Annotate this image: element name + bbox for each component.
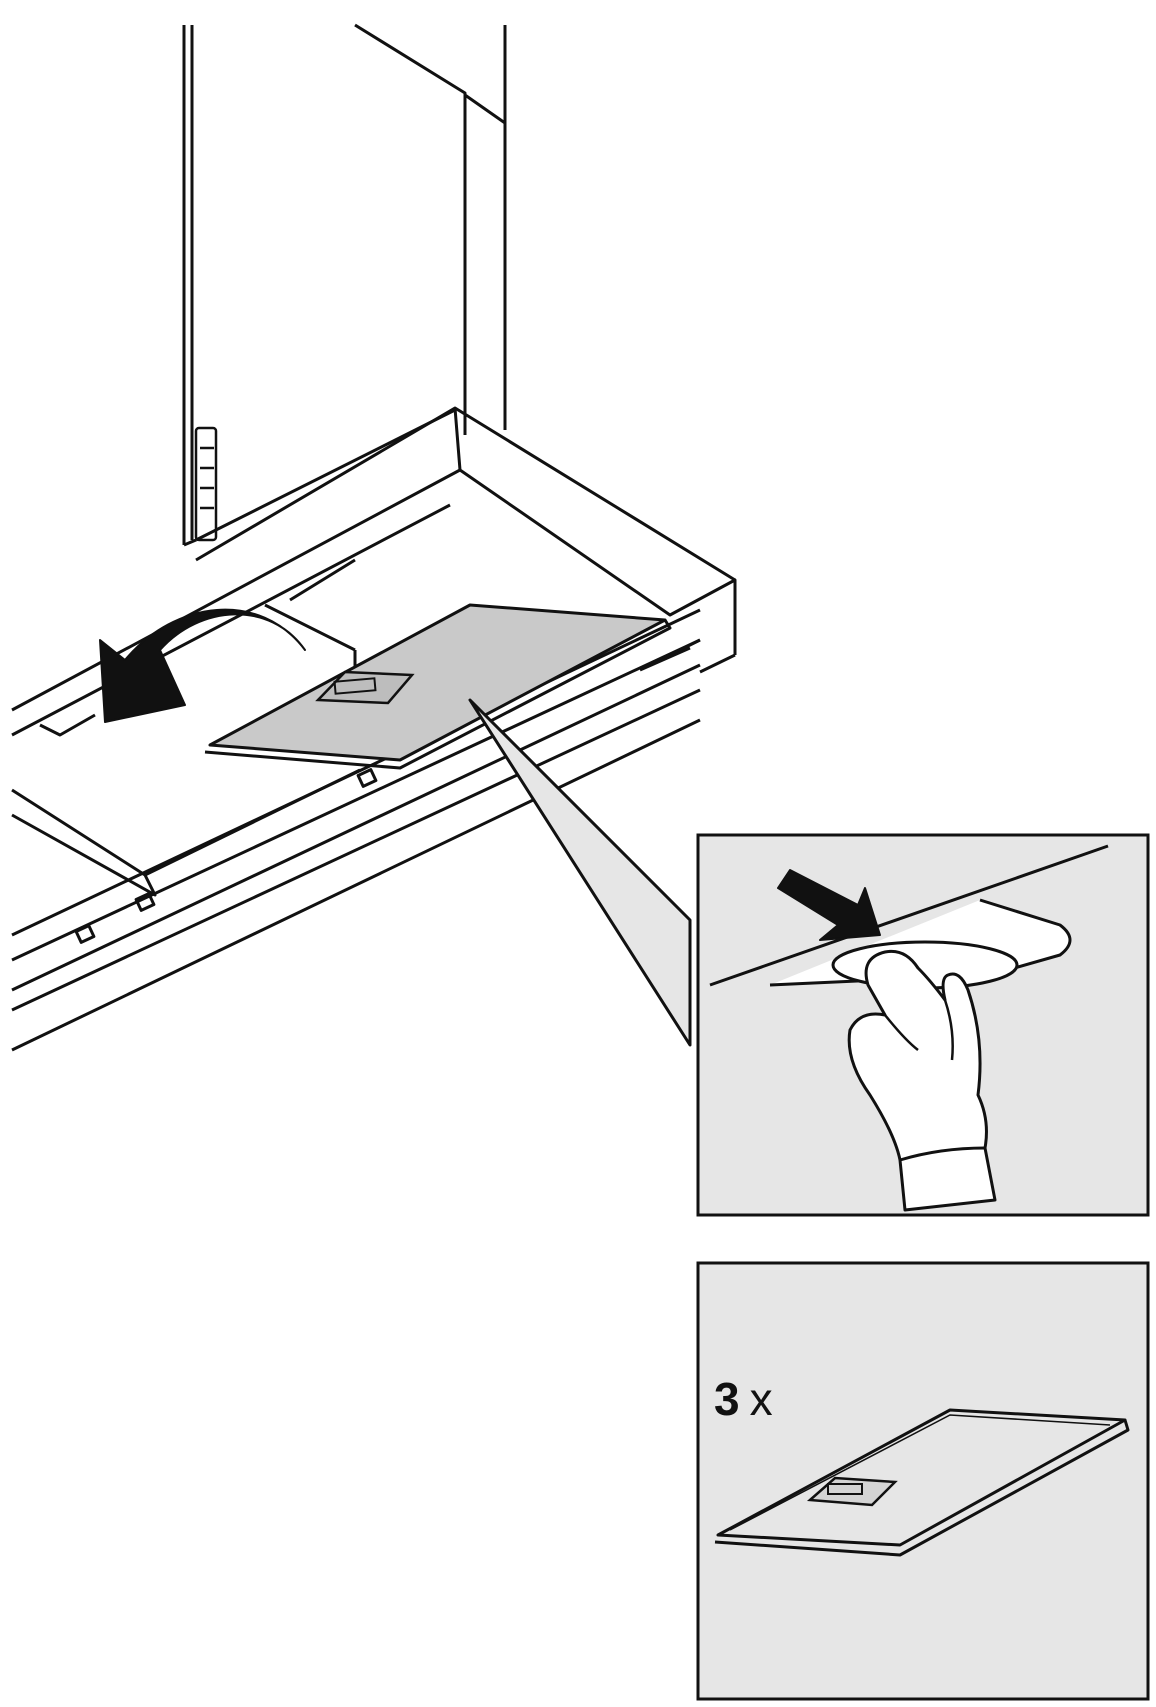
quantity-symbol: x — [749, 1373, 773, 1425]
quantity-number: 3 — [714, 1373, 740, 1425]
push-arrow-icon — [777, 869, 881, 941]
cooker-hood — [11, 406, 737, 1052]
curved-arrow-icon — [99, 608, 306, 723]
detail-panel-latch — [696, 833, 1150, 1217]
detail-panel-quantity — [696, 1261, 1150, 1701]
wall-cabinet — [182, 23, 507, 547]
zoom-callout-wedge — [468, 698, 692, 1047]
door-handle — [194, 426, 218, 542]
grease-filter-icon — [204, 603, 672, 770]
